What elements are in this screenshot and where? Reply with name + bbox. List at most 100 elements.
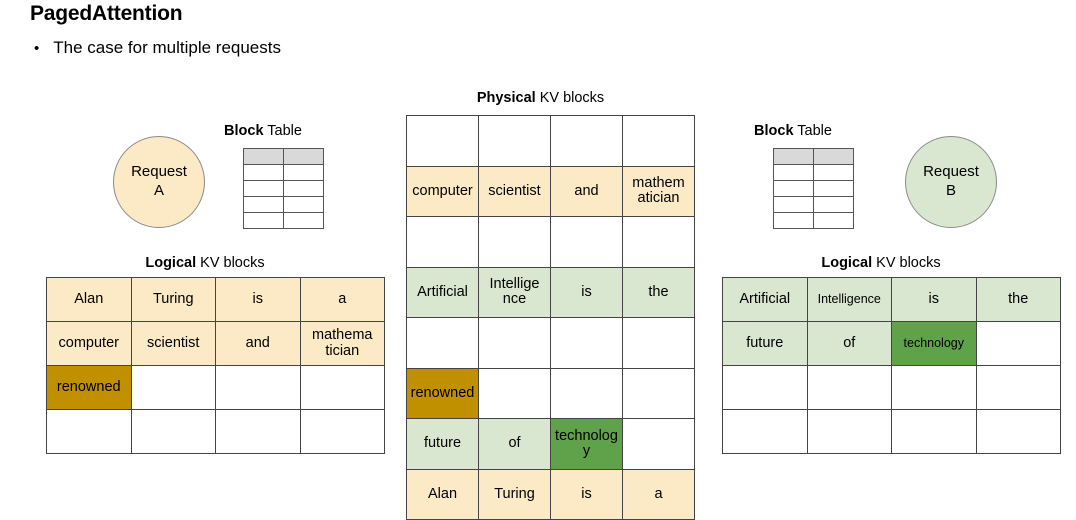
logical-kv-b-cell[interactable] <box>975 409 1061 454</box>
block-table-a-cell[interactable] <box>283 148 324 165</box>
physical-kv-cell[interactable] <box>622 418 695 470</box>
logical-kv-a-cell[interactable]: a <box>299 277 385 322</box>
physical-kv-cell[interactable] <box>550 216 623 268</box>
physical-kv-cell[interactable]: is <box>550 468 623 520</box>
physical-kv-cell[interactable] <box>406 216 479 268</box>
physical-kv-cell[interactable] <box>550 367 623 419</box>
block-table-b-cell[interactable] <box>813 212 854 229</box>
physical-kv-cell[interactable] <box>478 216 551 268</box>
physical-kv-cell[interactable]: and <box>550 165 623 217</box>
physical-kv-cell[interactable] <box>622 115 695 167</box>
physical-kv-cell[interactable]: scientist <box>478 165 551 217</box>
block-table-b-cell[interactable] <box>773 180 814 197</box>
physical-kv-cell[interactable]: Intellige nce <box>478 266 551 318</box>
block-table-a-cell[interactable] <box>283 196 324 213</box>
logical-kv-b-cell[interactable]: technology <box>891 321 977 366</box>
block-table-b-cell[interactable] <box>773 148 814 165</box>
logical-kv-a-cell[interactable] <box>299 365 385 410</box>
logical-kv-a-cell[interactable]: and <box>215 321 301 366</box>
logical-kv-a-cell[interactable] <box>46 409 132 454</box>
logical-kv-a-cell[interactable]: Alan <box>46 277 132 322</box>
physical-kv-cell[interactable] <box>622 317 695 369</box>
physical-kv-cell[interactable] <box>622 216 695 268</box>
physical-kv-cell[interactable]: renowned <box>406 367 479 419</box>
physical-kv-cell[interactable] <box>622 367 695 419</box>
block-table-a-cell[interactable] <box>243 196 284 213</box>
physical-kv-cell[interactable] <box>478 367 551 419</box>
physical-kv-cell[interactable] <box>406 115 479 167</box>
block-table-a-cell[interactable] <box>243 148 284 165</box>
logical-kv-b-cell[interactable] <box>806 409 892 454</box>
logical-kv-b-cell[interactable]: is <box>891 277 977 322</box>
page-title: PagedAttention <box>30 2 183 25</box>
logical-kv-b-cell[interactable] <box>891 365 977 410</box>
block-table-b-cell[interactable] <box>813 196 854 213</box>
block-table-a-cell[interactable] <box>283 180 324 197</box>
logical-kv-a-cell[interactable]: is <box>215 277 301 322</box>
physical-kv-cell[interactable] <box>478 317 551 369</box>
logical-kv-a-cell[interactable]: scientist <box>130 321 216 366</box>
physical-kv-cell[interactable]: computer <box>406 165 479 217</box>
block-table-b-cell[interactable] <box>813 164 854 181</box>
logical-kv-b-cell[interactable] <box>722 409 808 454</box>
physical-kv-cell[interactable]: future <box>406 418 479 470</box>
physical-kv-caption: Physical KV blocks <box>406 90 675 106</box>
physical-kv-cell[interactable] <box>406 317 479 369</box>
physical-kv-cell[interactable] <box>550 317 623 369</box>
physical-kv-cell[interactable] <box>550 115 623 167</box>
logical-kv-a-cell[interactable] <box>130 365 216 410</box>
block-table-b-cell[interactable] <box>813 148 854 165</box>
logical-kv-a-cell[interactable] <box>130 409 216 454</box>
block-table-a-cell[interactable] <box>243 180 284 197</box>
logical-kv-b-cell[interactable]: future <box>722 321 808 366</box>
logical-kv-a-cell[interactable] <box>299 409 385 454</box>
block-table-b-body <box>773 148 854 229</box>
logical-kv-a-cell[interactable]: renowned <box>46 365 132 410</box>
logical-kv-b-cell[interactable] <box>975 365 1061 410</box>
logical-kv-b-row <box>722 409 1061 454</box>
physical-kv-cell[interactable]: Alan <box>406 468 479 520</box>
request-a-circle[interactable]: Request A <box>113 136 205 228</box>
physical-kv-cell[interactable] <box>478 115 551 167</box>
block-table-b-cell[interactable] <box>813 180 854 197</box>
logical-kv-b-cell[interactable] <box>975 321 1061 366</box>
request-b-label-line2: B <box>945 182 956 199</box>
logical-kv-b-cell[interactable]: Intelligence <box>806 277 892 322</box>
physical-kv-cell[interactable]: a <box>622 468 695 520</box>
logical-kv-b-cell[interactable] <box>806 365 892 410</box>
physical-kv-cell[interactable]: of <box>478 418 551 470</box>
block-table-a[interactable] <box>243 148 324 229</box>
block-table-b[interactable] <box>773 148 854 229</box>
block-table-b-cell[interactable] <box>773 212 814 229</box>
logical-kv-a-cell[interactable] <box>215 365 301 410</box>
physical-kv-cell[interactable]: technolog y <box>550 418 623 470</box>
physical-kv-cell[interactable]: Turing <box>478 468 551 520</box>
physical-kv-cell[interactable]: Artificial <box>406 266 479 318</box>
logical-kv-a-cell[interactable]: computer <box>46 321 132 366</box>
block-table-a-cell[interactable] <box>283 164 324 181</box>
logical-kv-b-cell[interactable] <box>891 409 977 454</box>
request-a-label-line1: Request <box>131 163 187 181</box>
physical-kv-row: renowned <box>406 367 695 419</box>
logical-kv-b-cell[interactable]: of <box>806 321 892 366</box>
physical-kv-cell[interactable]: is <box>550 266 623 318</box>
logical-kv-b-cell[interactable] <box>722 365 808 410</box>
block-table-b-cell[interactable] <box>773 196 814 213</box>
block-table-b-cell[interactable] <box>773 164 814 181</box>
block-table-a-cell[interactable] <box>243 212 284 229</box>
block-table-a-cell[interactable] <box>243 164 284 181</box>
block-table-a-cell[interactable] <box>283 212 324 229</box>
logical-kv-a-cell[interactable] <box>215 409 301 454</box>
logical-kv-a-cell[interactable]: mathema tician <box>299 321 385 366</box>
logical-kv-b-cell[interactable]: Artificial <box>722 277 808 322</box>
logical-kv-a-cell[interactable]: Turing <box>130 277 216 322</box>
physical-kv-cell[interactable]: mathem atician <box>622 165 695 217</box>
request-b-circle[interactable]: Request B <box>905 136 997 228</box>
logical-kv-b-cell[interactable]: the <box>975 277 1061 322</box>
physical-kv-cell[interactable]: the <box>622 266 695 318</box>
